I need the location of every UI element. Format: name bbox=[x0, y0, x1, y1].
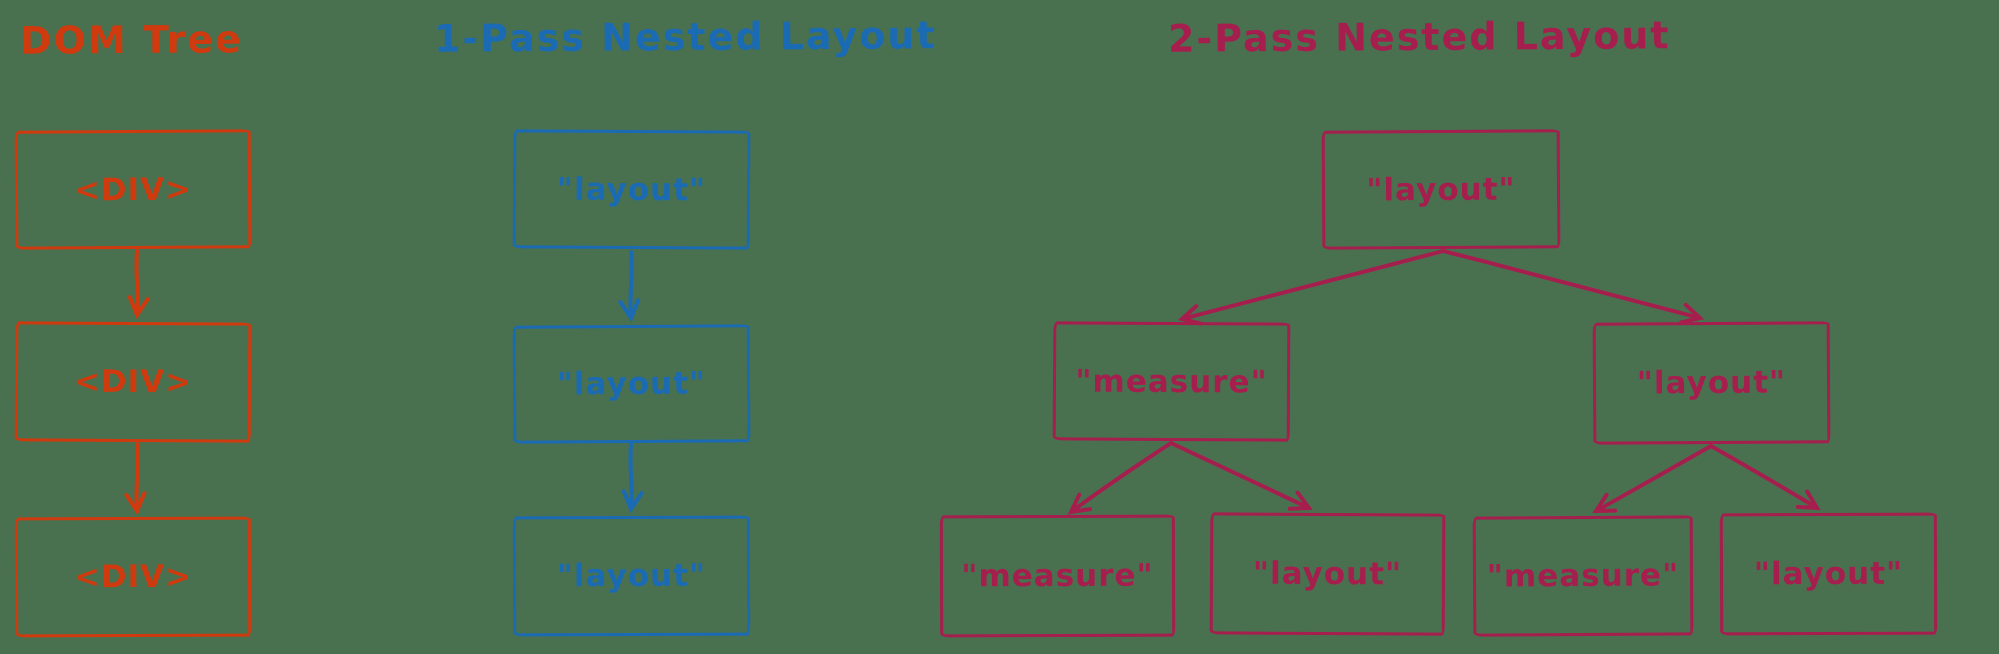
one-pass-node-1-label: "layout" bbox=[556, 171, 707, 208]
arrow-one-pass-1-2 bbox=[630, 250, 631, 318]
two-pass-leaf-measure-2: "measure" bbox=[1472, 515, 1694, 637]
two-pass-measure-left: "measure" bbox=[1052, 321, 1291, 442]
two-pass-leaf-layout-2: "layout" bbox=[1719, 512, 1938, 636]
two-pass-leaf-measure-2-label: "measure" bbox=[1486, 557, 1680, 595]
dom-tree-title: DOM Tree bbox=[19, 17, 244, 63]
dom-node-3-label: <DIV> bbox=[73, 558, 193, 596]
arrow-layout-right-to-leaf-layout-2 bbox=[1709, 444, 1817, 508]
one-pass-title: 1-Pass Nested Layout bbox=[433, 13, 937, 61]
dom-node-1-label: <DIV> bbox=[73, 171, 193, 208]
arrow-one-pass-2-3 bbox=[630, 442, 631, 509]
two-pass-layout-right: "layout" bbox=[1592, 321, 1831, 445]
two-pass-leaf-measure-1-label: "measure" bbox=[961, 557, 1154, 595]
two-pass-leaf-layout-2-label: "layout" bbox=[1753, 555, 1904, 593]
dom-node-3: <DIV> bbox=[14, 516, 252, 638]
two-pass-layout-right-label: "layout" bbox=[1636, 364, 1787, 402]
arrow-dom-2-3 bbox=[136, 442, 137, 511]
one-pass-node-2-label: "layout" bbox=[556, 365, 707, 403]
two-pass-root: "layout" bbox=[1321, 129, 1561, 250]
dom-node-2-label: <DIV> bbox=[73, 363, 193, 401]
dom-node-2: <DIV> bbox=[14, 321, 252, 443]
two-pass-measure-left-label: "measure" bbox=[1075, 362, 1268, 401]
arrow-dom-1-2 bbox=[136, 249, 137, 315]
arrow-measure-left-to-leaf-measure-1 bbox=[1071, 441, 1173, 512]
two-pass-title: 2-Pass Nested Layout bbox=[1167, 13, 1671, 61]
dom-node-1: <DIV> bbox=[14, 129, 252, 250]
one-pass-node-2: "layout" bbox=[512, 324, 751, 444]
arrow-root-to-layout-right bbox=[1441, 249, 1700, 318]
arrow-layout-right-to-leaf-measure-2 bbox=[1596, 444, 1713, 511]
one-pass-node-1: "layout" bbox=[512, 129, 751, 250]
two-pass-leaf-layout-1: "layout" bbox=[1209, 512, 1446, 636]
two-pass-leaf-layout-1-label: "layout" bbox=[1252, 555, 1403, 593]
arrow-measure-left-to-leaf-layout-1 bbox=[1169, 441, 1309, 508]
one-pass-node-3-label: "layout" bbox=[556, 557, 707, 595]
two-pass-leaf-measure-1: "measure" bbox=[939, 514, 1176, 638]
two-pass-root-label: "layout" bbox=[1366, 171, 1516, 208]
arrow-root-to-measure-left bbox=[1182, 249, 1445, 319]
one-pass-node-3: "layout" bbox=[512, 515, 751, 637]
